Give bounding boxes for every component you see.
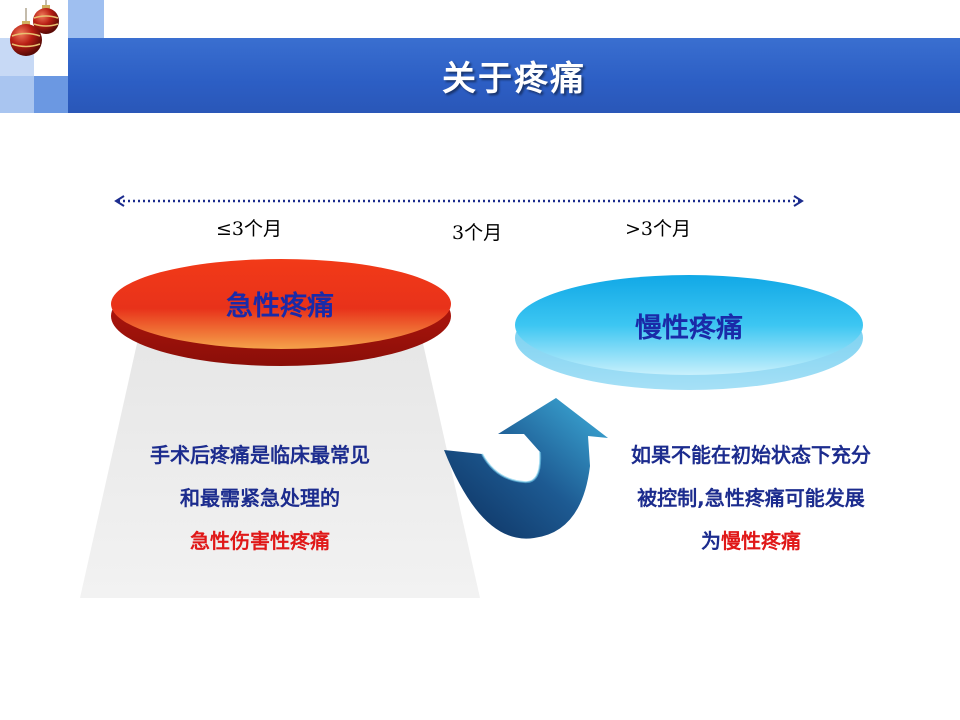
- chronic-description-prefix: 为: [701, 529, 721, 553]
- acute-panel-background: [80, 330, 480, 598]
- period-label-mid: 3个月: [452, 222, 503, 244]
- chronic-description-line: 为慢性疼痛: [596, 520, 906, 563]
- acute-description-line: 手术后疼痛是临床最常见: [150, 443, 370, 467]
- curved-up-arrow-icon: [444, 398, 608, 539]
- acute-pain-oval: [111, 259, 451, 366]
- chronic-description-highlight: 慢性疼痛: [721, 529, 801, 553]
- acute-description-highlight: 急性伤害性疼痛: [190, 529, 330, 553]
- period-label-acute: ≤3个月: [216, 218, 283, 240]
- acute-description-line: 和最需紧急处理的: [180, 486, 340, 510]
- acute-description: 手术后疼痛是临床最常见 和最需紧急处理的 急性伤害性疼痛: [110, 434, 410, 563]
- corner-square: [68, 0, 104, 38]
- page-title: 关于疼痛: [442, 59, 586, 99]
- acute-pain-label: 急性疼痛: [226, 290, 334, 322]
- chronic-description: 如果不能在初始状态下充分 被控制,急性疼痛可能发展 为慢性疼痛: [596, 434, 906, 563]
- chronic-description-line: 被控制,急性疼痛可能发展: [637, 486, 865, 510]
- period-label-chronic: >3个月: [625, 218, 692, 240]
- corner-square: [34, 76, 68, 113]
- timeline-arrow: [114, 195, 804, 207]
- christmas-ornaments-icon: [10, 0, 59, 56]
- chronic-pain-label: 慢性疼痛: [635, 312, 743, 344]
- title-bar: [68, 38, 960, 113]
- chronic-pain-oval: [515, 275, 863, 390]
- chronic-description-line: 如果不能在初始状态下充分: [631, 443, 871, 467]
- corner-square: [0, 76, 34, 113]
